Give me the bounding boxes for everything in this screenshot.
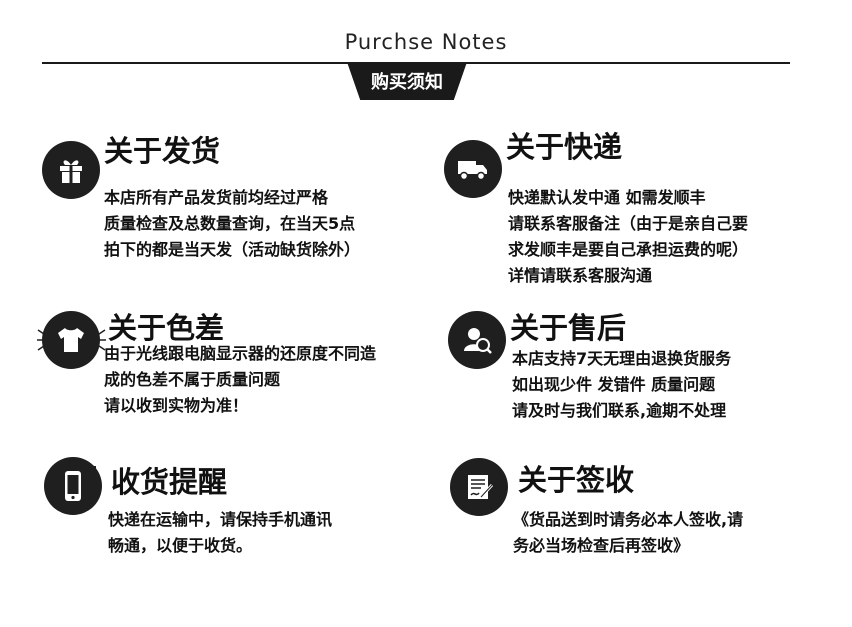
color-difference-text: 由于光线跟电脑显示器的还原度不同造 成的色差不属于质量问题 请以收到实物为准！ <box>104 341 376 419</box>
text-line: 详情请联系客服沟通 <box>508 266 653 285</box>
shipping-title: 关于发货 <box>104 134 221 168</box>
color-difference-title: 关于色差 <box>108 311 225 345</box>
notice-badge: 购买须知 <box>347 62 467 100</box>
page-title: Purchse Notes <box>344 30 508 54</box>
tshirt-icon <box>42 311 100 369</box>
sign-document-icon <box>450 458 508 516</box>
text-line: 请以收到实物为准！ <box>104 396 249 415</box>
text-line: 本店所有产品发货前均经过严格 <box>104 188 329 207</box>
phone-icon <box>44 457 102 515</box>
text-line: 《货品送到时请务必本人签收,请 <box>513 510 744 529</box>
text-line: 质量检查及总数量查询，在当天5点 <box>104 214 356 233</box>
text-line: 快递默认发中通 如需发顺丰 <box>508 188 706 207</box>
after-sales-title: 关于售后 <box>510 311 627 345</box>
courier-title: 关于快递 <box>506 130 623 164</box>
text-line: 务必当场检查后再签收》 <box>513 536 690 555</box>
divider-mark <box>94 466 96 476</box>
text-line: 快递在运输中，请保持手机通讯 <box>108 510 333 529</box>
text-line: 成的色差不属于质量问题 <box>104 370 281 389</box>
courier-text: 快递默认发中通 如需发顺丰 请联系客服备注（由于是亲自己要 求发顺丰是要自己承担… <box>508 185 748 289</box>
sparkle-left-icon <box>37 329 45 351</box>
text-line: 如出现少件 发错件 质量问题 <box>512 375 716 394</box>
text-line: 本店支持7天无理由退换货服务 <box>512 349 732 368</box>
text-line: 由于光线跟电脑显示器的还原度不同造 <box>104 344 377 363</box>
text-line: 畅通，以便于收货。 <box>108 536 253 555</box>
sparkle-right-icon <box>98 329 106 351</box>
text-line: 请联系客服备注（由于是亲自己要 <box>508 214 749 233</box>
sign-for-title: 关于签收 <box>518 463 635 497</box>
shipping-text: 本店所有产品发货前均经过严格 质量检查及总数量查询，在当天5点 拍下的都是当天发… <box>104 185 360 263</box>
customer-service-icon <box>448 311 506 369</box>
delivery-reminder-title: 收货提醒 <box>111 465 228 499</box>
text-line: 拍下的都是当天发（活动缺货除外） <box>104 240 361 259</box>
text-line: 请及时与我们联系,逾期不处理 <box>512 401 727 420</box>
truck-icon <box>444 140 502 198</box>
gift-icon <box>42 141 100 199</box>
sign-for-text: 《货品送到时请务必本人签收,请 务必当场检查后再签收》 <box>513 507 743 559</box>
delivery-reminder-text: 快递在运输中，请保持手机通讯 畅通，以便于收货。 <box>108 507 332 559</box>
text-line: 求发顺丰是要自己承担运费的呢） <box>508 240 749 259</box>
after-sales-text: 本店支持7天无理由退换货服务 如出现少件 发错件 质量问题 请及时与我们联系,逾… <box>512 346 731 424</box>
